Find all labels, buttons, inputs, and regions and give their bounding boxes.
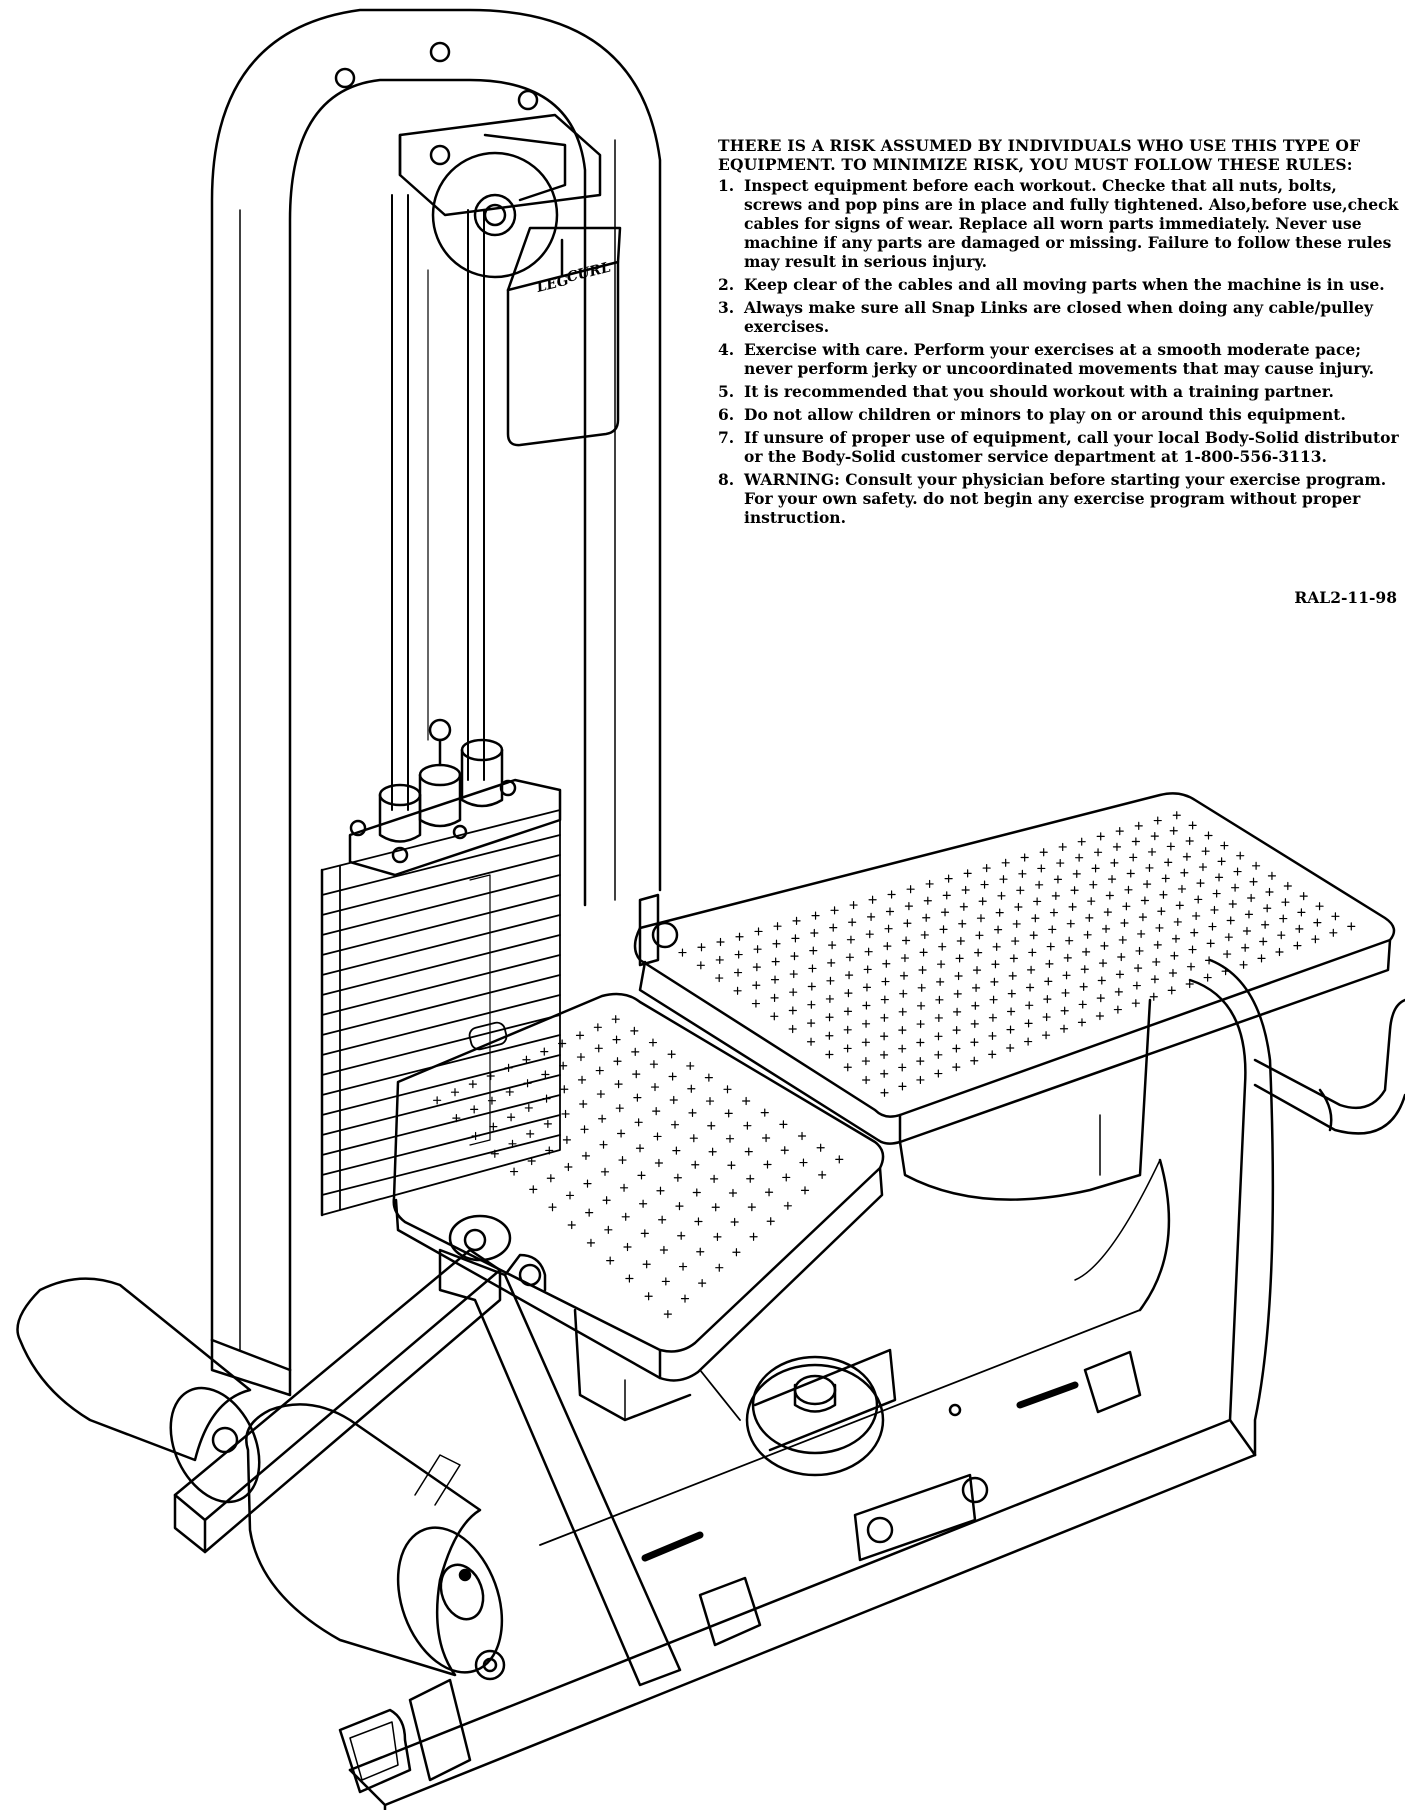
safety-rule: 6.Do not allow children or minors to pla…: [718, 405, 1346, 424]
front-leg-roller: [245, 1403, 504, 1677]
weight-stack-top: [348, 718, 562, 877]
safety-rule: 1.Inspect equipment before each workout.…: [718, 176, 1399, 271]
safety-rules-list: 1.Inspect equipment before each workout.…: [718, 176, 1400, 527]
selector-pin: [468, 1021, 508, 1051]
placard-word-curl: CURL: [565, 259, 613, 285]
rear-leg-roller: [16, 1277, 261, 1504]
safety-warning-text: THERE IS A RISK ASSUMED BY INDIVIDUALS W…: [718, 136, 1400, 531]
back-pad-texture: [678, 811, 1356, 1097]
seat-pad-texture: [433, 1015, 844, 1319]
weight-stack: [320, 809, 561, 1217]
back-pad: [633, 792, 1396, 1201]
lower-pulley: [745, 1363, 885, 1477]
safety-rule: 7.If unsure of proper use of equipment, …: [718, 428, 1399, 466]
document-code: RAL2-11-98: [1294, 588, 1397, 607]
leg-curl-placard: LEG CURL: [506, 226, 622, 447]
top-plate-bolt: [429, 144, 451, 166]
frame-bolt: [334, 67, 356, 89]
leg-curl-lever-arm: [173, 1214, 682, 1782]
placard-word-leg: LEG: [534, 272, 570, 296]
side-handle: [1253, 998, 1405, 1135]
lower-pulley-assembly: [699, 1348, 897, 1477]
base-frame: [338, 958, 1275, 1810]
top-pulley: [431, 151, 559, 279]
safety-rule: 2.Keep clear of the cables and all movin…: [718, 275, 1385, 294]
frame-bolt: [429, 41, 451, 63]
upright-frame: [210, 8, 662, 1397]
safety-rule: 4.Exercise with care. Perform your exerc…: [718, 340, 1375, 378]
selector-pin-knob: [428, 718, 452, 742]
warning-intro: THERE IS A RISK ASSUMED BY INDIVIDUALS W…: [718, 136, 1361, 174]
top-plate-bolt: [517, 89, 539, 111]
top-pulley-assembly: [334, 41, 602, 279]
seat-pad: [392, 992, 885, 1422]
safety-rule: 8.WARNING: Consult your physician before…: [718, 470, 1387, 527]
safety-rule: 5.It is recommended that you should work…: [718, 382, 1334, 401]
guide-rods: [391, 194, 485, 811]
safety-rule: 3.Always make sure all Snap Links are cl…: [718, 298, 1374, 336]
